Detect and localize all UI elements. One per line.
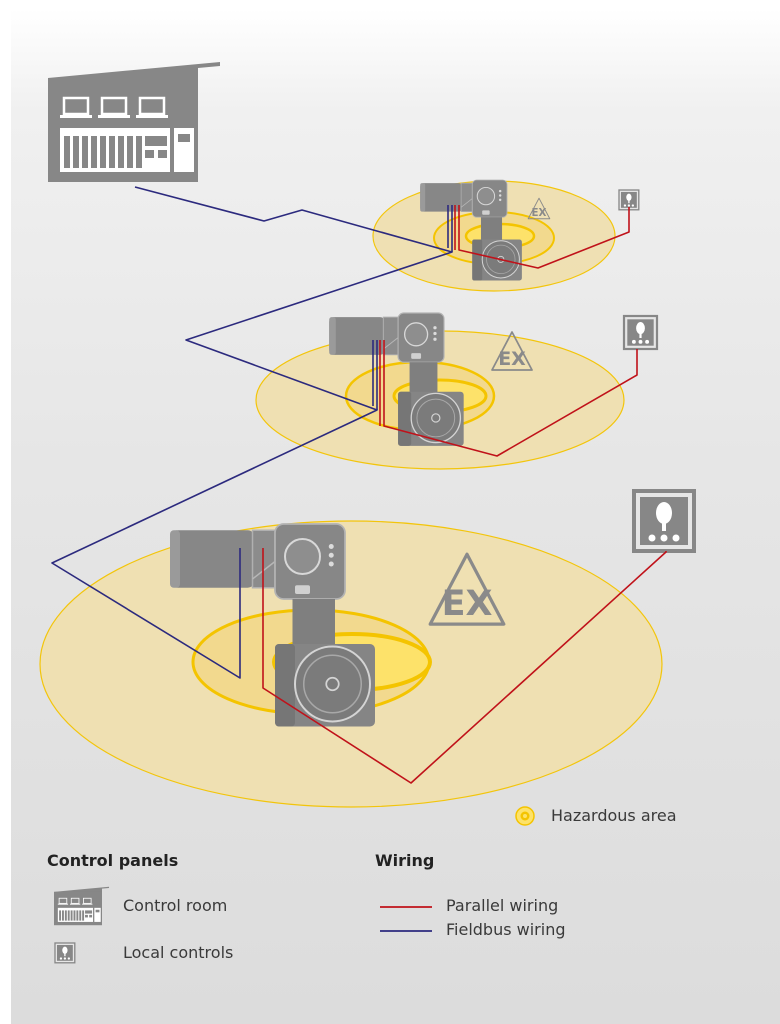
control-panels-heading: Control panels: [47, 851, 179, 870]
local-controls-icon: [54, 942, 76, 964]
control-room-icon: [53, 886, 110, 926]
local-controls-medium: [622, 314, 659, 351]
local-controls-large: [632, 489, 696, 553]
fieldbus-wiring-label: Fieldbus wiring: [446, 920, 566, 939]
wiring-heading: Wiring: [375, 851, 435, 870]
local-controls-small: [618, 189, 640, 211]
hazardous-area-icon: [515, 806, 535, 826]
fieldbus-wiring-stubs: [372, 205, 449, 406]
svg-text:EX: EX: [442, 584, 493, 624]
parallel-wiring-label: Parallel wiring: [446, 896, 559, 915]
ex-warning-symbol-small: EX: [527, 197, 551, 220]
ex-warning-symbol-large: EX: [428, 552, 506, 626]
ex-warning-symbol-medium: EX: [491, 331, 533, 371]
local-controls-label: Local controls: [123, 943, 234, 962]
fieldbus-wiring-lines: [51, 186, 453, 679]
hazardous-area-label: Hazardous area: [551, 806, 677, 825]
parallel-wiring-lines: [262, 205, 667, 784]
control-room-label: Control room: [123, 896, 228, 915]
svg-text:EX: EX: [532, 207, 547, 219]
svg-text:EX: EX: [498, 348, 526, 370]
control-room-building: [46, 60, 222, 184]
